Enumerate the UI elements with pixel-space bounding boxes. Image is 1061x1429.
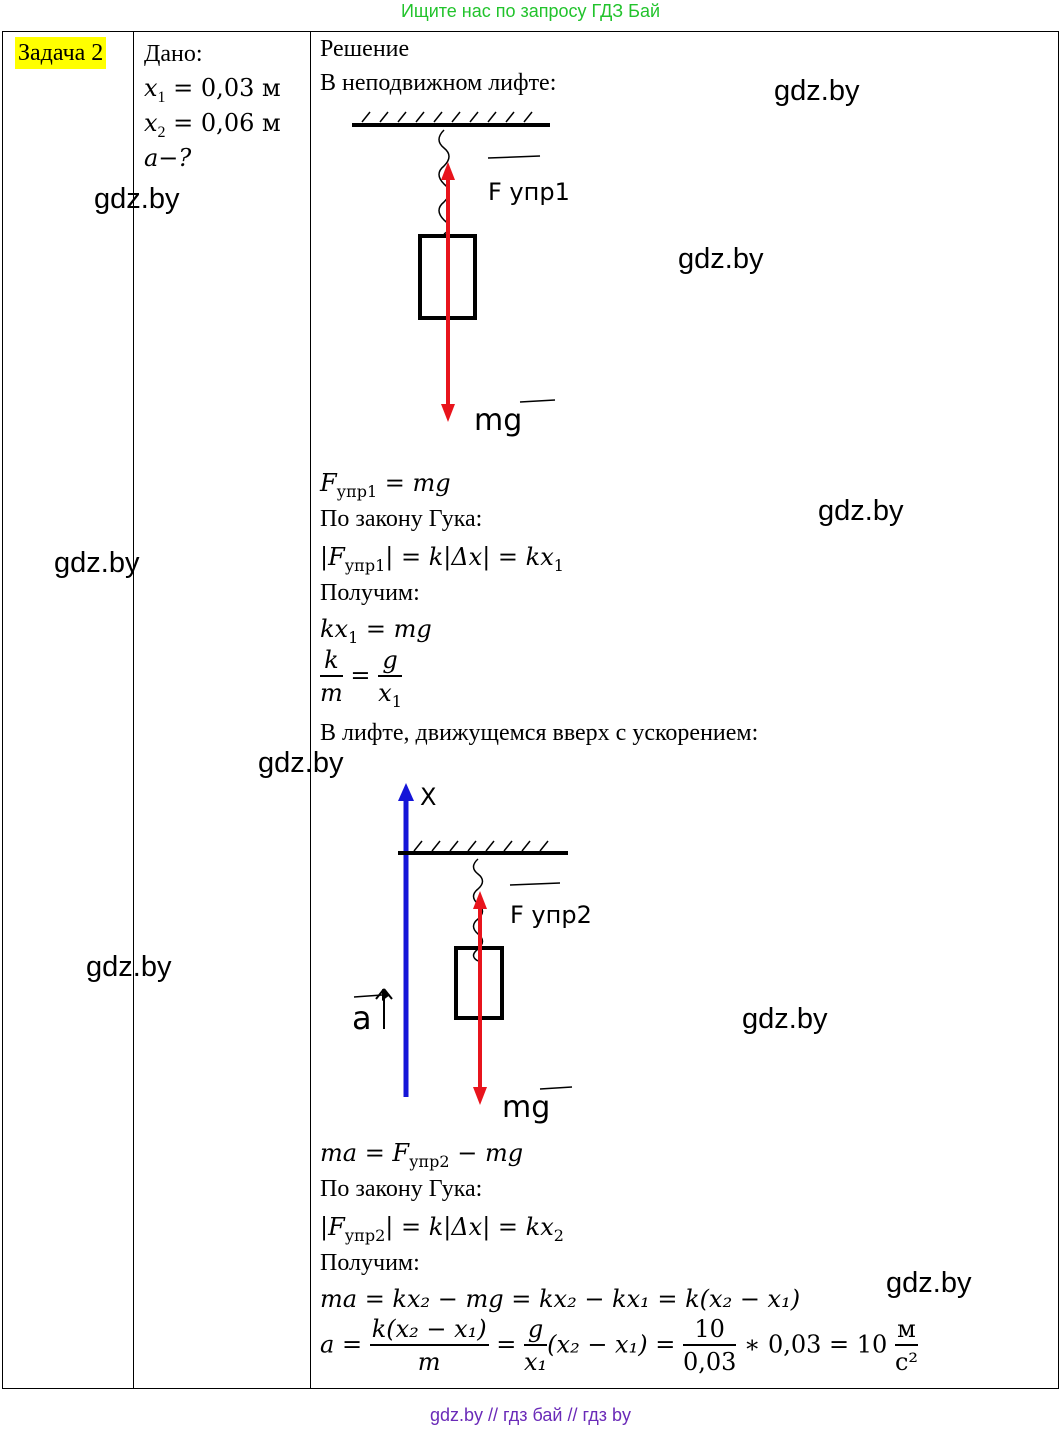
watermark: gdz.by bbox=[678, 243, 764, 275]
case2-title: В лифте, движущемся вверх с ускорением: bbox=[320, 720, 759, 746]
watermark: gdz.by bbox=[774, 75, 860, 107]
get-text-2: Получим: bbox=[320, 1250, 420, 1276]
get-text-1: Получим: bbox=[320, 580, 420, 606]
given-label: Дано: bbox=[144, 41, 203, 67]
weight-label: mg bbox=[474, 403, 522, 438]
diagram-static-lift: F упр1 mg bbox=[352, 111, 570, 438]
top-site-link[interactable]: Ищите нас по запросу ГДЗ Бай bbox=[400, 1, 661, 21]
watermark: gdz.by bbox=[818, 495, 904, 527]
arrow-up-icon bbox=[441, 162, 455, 180]
axis-label: X bbox=[420, 783, 436, 811]
ceiling-hatch bbox=[361, 111, 533, 123]
watermark: gdz.by bbox=[742, 1003, 828, 1035]
elastic-force-label: F упр2 bbox=[510, 901, 592, 929]
arrow-down-icon bbox=[441, 404, 455, 422]
given-block: Дано: x1 = 0,03 м x2 = 0,06 м a−? bbox=[144, 37, 281, 175]
given-x2: x2 = 0,06 м bbox=[144, 109, 281, 141]
column-divider bbox=[133, 32, 134, 1388]
spring-icon bbox=[438, 129, 450, 235]
watermark: gdz.by bbox=[54, 547, 140, 579]
eq-hooke-2: |Fупр2| = k|Δx| = kx2 bbox=[320, 1213, 564, 1245]
solution-heading: Решение bbox=[320, 36, 410, 62]
eq-newton-second-law: ma = Fупр2 − mg bbox=[320, 1139, 524, 1171]
eq-ma-expansion: ma = kx₂ − mg = kx₂ − kx₁ = k(x₂ − x₁) bbox=[320, 1285, 801, 1313]
hooke-law-text-1: По закону Гука: bbox=[320, 506, 483, 532]
arrow-up-icon bbox=[473, 891, 487, 909]
acceleration-label: a bbox=[352, 999, 372, 1037]
arrow-down-icon bbox=[473, 1087, 487, 1105]
hooke-law-text-2: По закону Гука: bbox=[320, 1176, 483, 1202]
diagram-accelerating-lift: X F упр2 a mg bbox=[352, 783, 592, 1125]
elastic-force-label: F упр1 bbox=[488, 178, 570, 206]
task-table: Задача 2 Дано: x1 = 0,03 м x2 = 0,06 м a… bbox=[2, 31, 1059, 1389]
column-divider bbox=[310, 32, 311, 1388]
ceiling-hatch bbox=[413, 840, 549, 852]
bottom-site-links[interactable]: gdz.by // гдз бай // гдз by bbox=[429, 1405, 632, 1425]
eq-hooke-1: |Fупр1| = k|Δx| = kx1 bbox=[320, 543, 564, 575]
given-x1: x1 = 0,03 м bbox=[144, 74, 281, 106]
given-find: a−? bbox=[144, 144, 192, 172]
watermark: gdz.by bbox=[258, 747, 344, 779]
watermark: gdz.by bbox=[94, 183, 180, 215]
task-title: Задача 2 bbox=[15, 37, 107, 69]
eq-kx1: kx1 = mg bbox=[320, 615, 432, 647]
watermark: gdz.by bbox=[86, 951, 172, 983]
eq-force-balance: Fупр1 = mg bbox=[320, 469, 451, 501]
watermark: gdz.by bbox=[886, 1267, 972, 1299]
axis-arrow-icon bbox=[398, 783, 414, 801]
case1-title: В неподвижном лифте: bbox=[320, 70, 557, 96]
weight-label: mg bbox=[502, 1090, 550, 1125]
